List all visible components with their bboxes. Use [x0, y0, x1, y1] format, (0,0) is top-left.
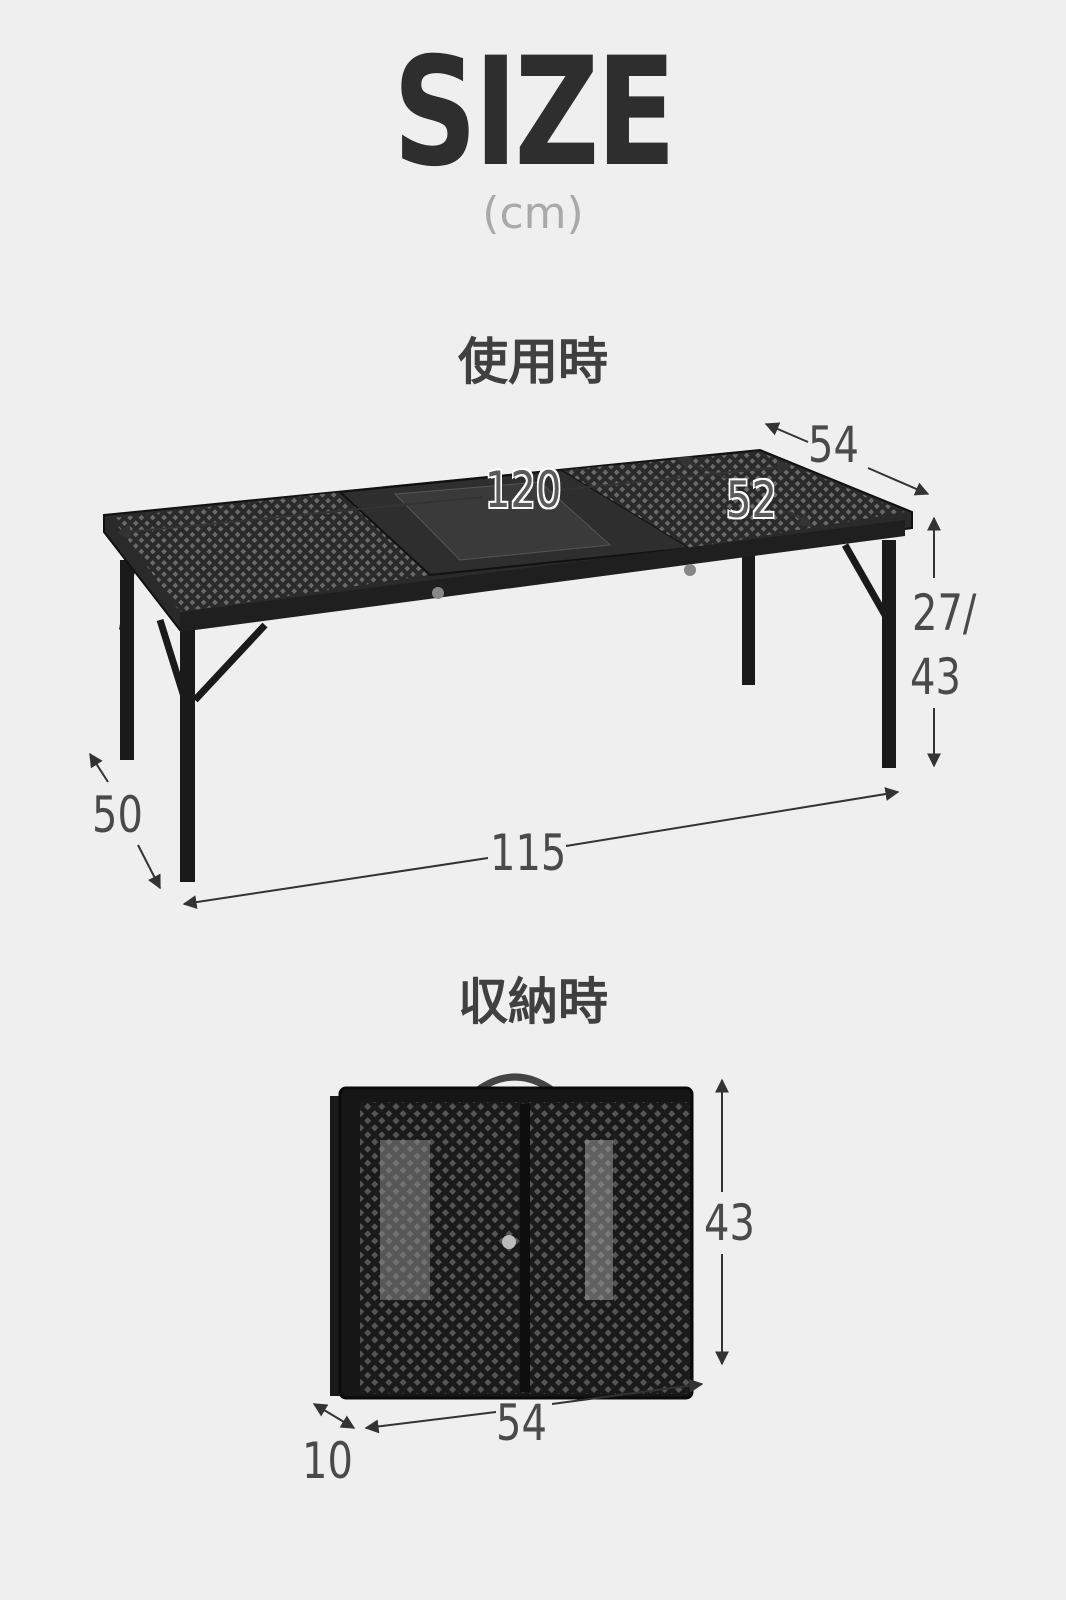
leg-front-right — [882, 540, 896, 768]
dim-stored-width: 54 — [496, 1394, 547, 1452]
leg-front-left — [180, 620, 195, 882]
dim-stored-thickness: 10 — [302, 1432, 353, 1490]
table-in-use — [103, 448, 913, 882]
table-stored — [330, 1073, 694, 1400]
dim-depth-outer: 54 — [808, 416, 859, 474]
in-use-heading: 使用時 — [458, 333, 608, 391]
dim-leg-depth: 50 — [92, 786, 143, 844]
dimension-arrows-in-use — [89, 422, 941, 910]
dim-height-line2: 43 — [910, 648, 961, 706]
stored-heading: 収納時 — [458, 973, 608, 1031]
mesh-panel-left — [112, 492, 430, 612]
dimension-arrows-stored — [312, 1078, 729, 1434]
page-title: SIZE — [392, 26, 676, 200]
leg-back-right — [742, 555, 755, 685]
dim-top-width: 120 — [485, 461, 562, 519]
dim-depth-inner: 52 — [726, 471, 777, 529]
mesh-panel-right — [562, 452, 905, 548]
dim-leg-width: 115 — [490, 824, 567, 882]
dim-stored-height: 43 — [704, 1194, 755, 1252]
unit-label: (cm) — [482, 188, 584, 239]
dim-height-line1: 27/ — [912, 584, 977, 642]
carry-handle — [475, 1073, 555, 1093]
